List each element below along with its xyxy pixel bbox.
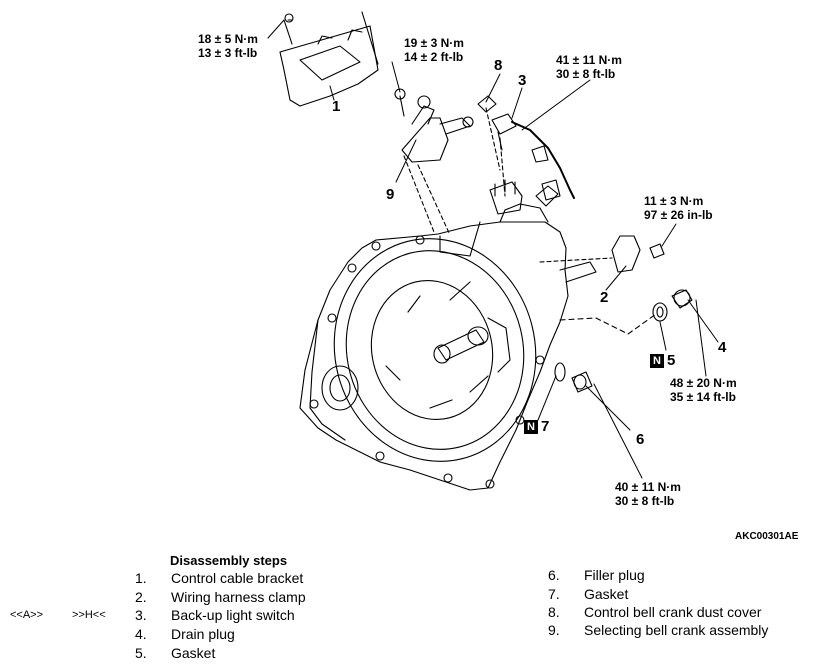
wiring-harness-clamp-part — [539, 235, 665, 273]
transaxle-case — [299, 179, 597, 491]
torque-ft: 13 ± 3 ft-lb — [198, 46, 258, 60]
step-5: 5. Gasket — [135, 645, 215, 661]
ref-mark-h: >>H<< — [72, 609, 106, 621]
steps-title: Disassembly steps — [170, 553, 288, 568]
torque-ft: 30 ± 8 ft-lb — [615, 494, 675, 508]
selecting-bell-crank-part — [394, 88, 474, 236]
step-9: 9. Selecting bell crank assembly — [548, 622, 768, 638]
step-label: Gasket — [584, 586, 629, 602]
leader-lines — [267, 19, 719, 479]
step-1: 1. Control cable bracket — [135, 570, 303, 586]
torque-ft: 35 ± 14 ft-lb — [670, 390, 736, 404]
step-label: Control bell crank dust cover — [584, 604, 762, 620]
torque-label-part-1: 18 ± 5 N·m 13 ± 3 ft-lb — [198, 32, 258, 60]
step-number: 9. — [548, 622, 560, 638]
ref-mark-a: <<A>> — [10, 609, 44, 621]
callout-number: 7 — [541, 418, 550, 435]
step-number: 2. — [135, 589, 147, 605]
step-label: Gasket — [171, 645, 216, 661]
step-label: Control cable bracket — [171, 570, 304, 586]
step-number: 8. — [548, 604, 560, 620]
torque-ft: 14 ± 2 ft-lb — [404, 50, 464, 64]
step-label: Drain plug — [171, 626, 235, 642]
callout-number: 5 — [667, 352, 676, 369]
torque-ft: 30 ± 8 ft-lb — [556, 67, 616, 81]
transaxle-exploded-diagram — [267, 11, 719, 491]
torque-nm: 48 ± 20 N·m — [670, 376, 737, 390]
step-3: 3. Back-up light switch — [135, 607, 295, 623]
callout-6: 6 — [636, 431, 645, 448]
step-label: Filler plug — [584, 567, 645, 583]
callout-2: 2 — [600, 289, 609, 306]
step-label: Wiring harness clamp — [171, 589, 306, 605]
new-part-mark: N — [524, 420, 538, 434]
switch-and-harness-parts — [477, 95, 575, 201]
callout-1: 1 — [332, 98, 341, 115]
torque-label-part-2: 11 ± 3 N·m 97 ± 26 in-lb — [644, 194, 713, 222]
step-7: 7. Gasket — [548, 586, 628, 602]
step-label: Back-up light switch — [171, 607, 295, 623]
torque-nm: 18 ± 5 N·m — [198, 32, 258, 46]
step-label: Selecting bell crank assembly — [584, 622, 769, 638]
control-cable-bracket-part — [279, 11, 379, 107]
torque-nm: 11 ± 3 N·m — [644, 194, 704, 208]
step-2: 2. Wiring harness clamp — [135, 589, 306, 605]
torque-ft: 97 ± 26 in-lb — [644, 208, 713, 222]
plugs-and-gaskets-parts — [554, 289, 693, 393]
callout-3: 3 — [518, 72, 527, 89]
torque-nm: 41 ± 11 N·m — [556, 53, 622, 67]
step-number: 4. — [135, 626, 147, 642]
figure-code: AKC00301AE — [735, 531, 799, 542]
step-6: 6. Filler plug — [548, 567, 645, 583]
step-number: 7. — [548, 586, 560, 602]
step-number: 5. — [135, 645, 147, 661]
step-number: 6. — [548, 567, 560, 583]
step-8: 8. Control bell crank dust cover — [548, 604, 761, 620]
new-part-mark: N — [650, 354, 664, 368]
callout-9: 9 — [386, 186, 395, 203]
torque-label-part-4: 48 ± 20 N·m 35 ± 14 ft-lb — [670, 376, 737, 404]
torque-label-part-3: 41 ± 11 N·m 30 ± 8 ft-lb — [556, 53, 622, 81]
torque-label-part-6: 40 ± 11 N·m 30 ± 8 ft-lb — [615, 480, 681, 508]
step-4: 4. Drain plug — [135, 626, 235, 642]
torque-label-part-9: 19 ± 3 N·m 14 ± 2 ft-lb — [404, 36, 464, 64]
step-number: 1. — [135, 570, 147, 586]
torque-nm: 19 ± 3 N·m — [404, 36, 464, 50]
callout-8: 8 — [494, 57, 503, 74]
step-number: 3. — [135, 607, 147, 623]
callout-4: 4 — [718, 339, 727, 356]
torque-nm: 40 ± 11 N·m — [615, 480, 681, 494]
